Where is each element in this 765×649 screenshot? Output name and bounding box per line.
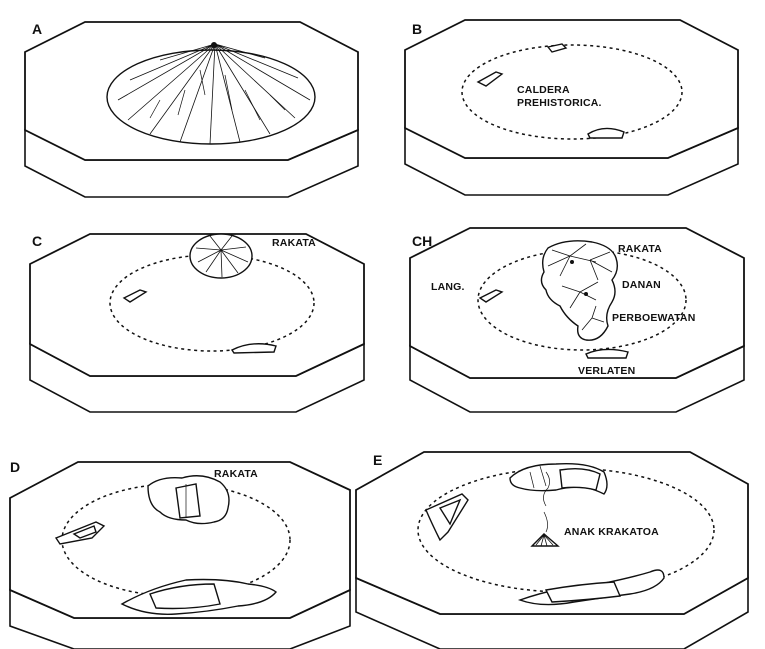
label-rakata-c: RAKATA xyxy=(272,237,316,249)
panel-letter-c: C xyxy=(32,233,42,249)
label-danan: DANAN xyxy=(622,279,661,291)
panel-letter-a: A xyxy=(32,21,42,37)
label-perboewatan: PERBOEWATAN xyxy=(612,312,695,324)
label-rakata-d: RAKATA xyxy=(214,468,258,480)
rakata-island-c xyxy=(190,234,252,278)
panel-letter-b: B xyxy=(412,21,422,37)
panel-ch: RAKATA LANG. DANAN PERBOEWATAN VERLATEN … xyxy=(410,228,744,412)
panel-b: CALDERA PREHISTORICA. B xyxy=(405,20,738,195)
label-verlaten: VERLATEN xyxy=(578,365,635,377)
label-lang: LANG. xyxy=(431,281,465,293)
label-rakata-ch: RAKATA xyxy=(618,243,662,255)
panel-letter-e: E xyxy=(373,452,382,468)
panel-d: RAKATA D xyxy=(10,459,350,649)
label-caldera: CALDERA xyxy=(517,84,570,96)
label-prehistorica: PREHISTORICA. xyxy=(517,97,602,109)
panel-letter-d: D xyxy=(10,459,20,475)
panel-c: RAKATA C xyxy=(30,233,364,412)
rakata-island-e xyxy=(510,464,607,494)
panel-a: A xyxy=(25,21,358,197)
panel-e: ANAK KRAKATOA E xyxy=(356,452,748,649)
panel-letter-ch: CH xyxy=(412,233,432,249)
label-anak-krakatoa: ANAK KRAKATOA xyxy=(564,526,659,538)
block-top-b xyxy=(405,20,738,158)
